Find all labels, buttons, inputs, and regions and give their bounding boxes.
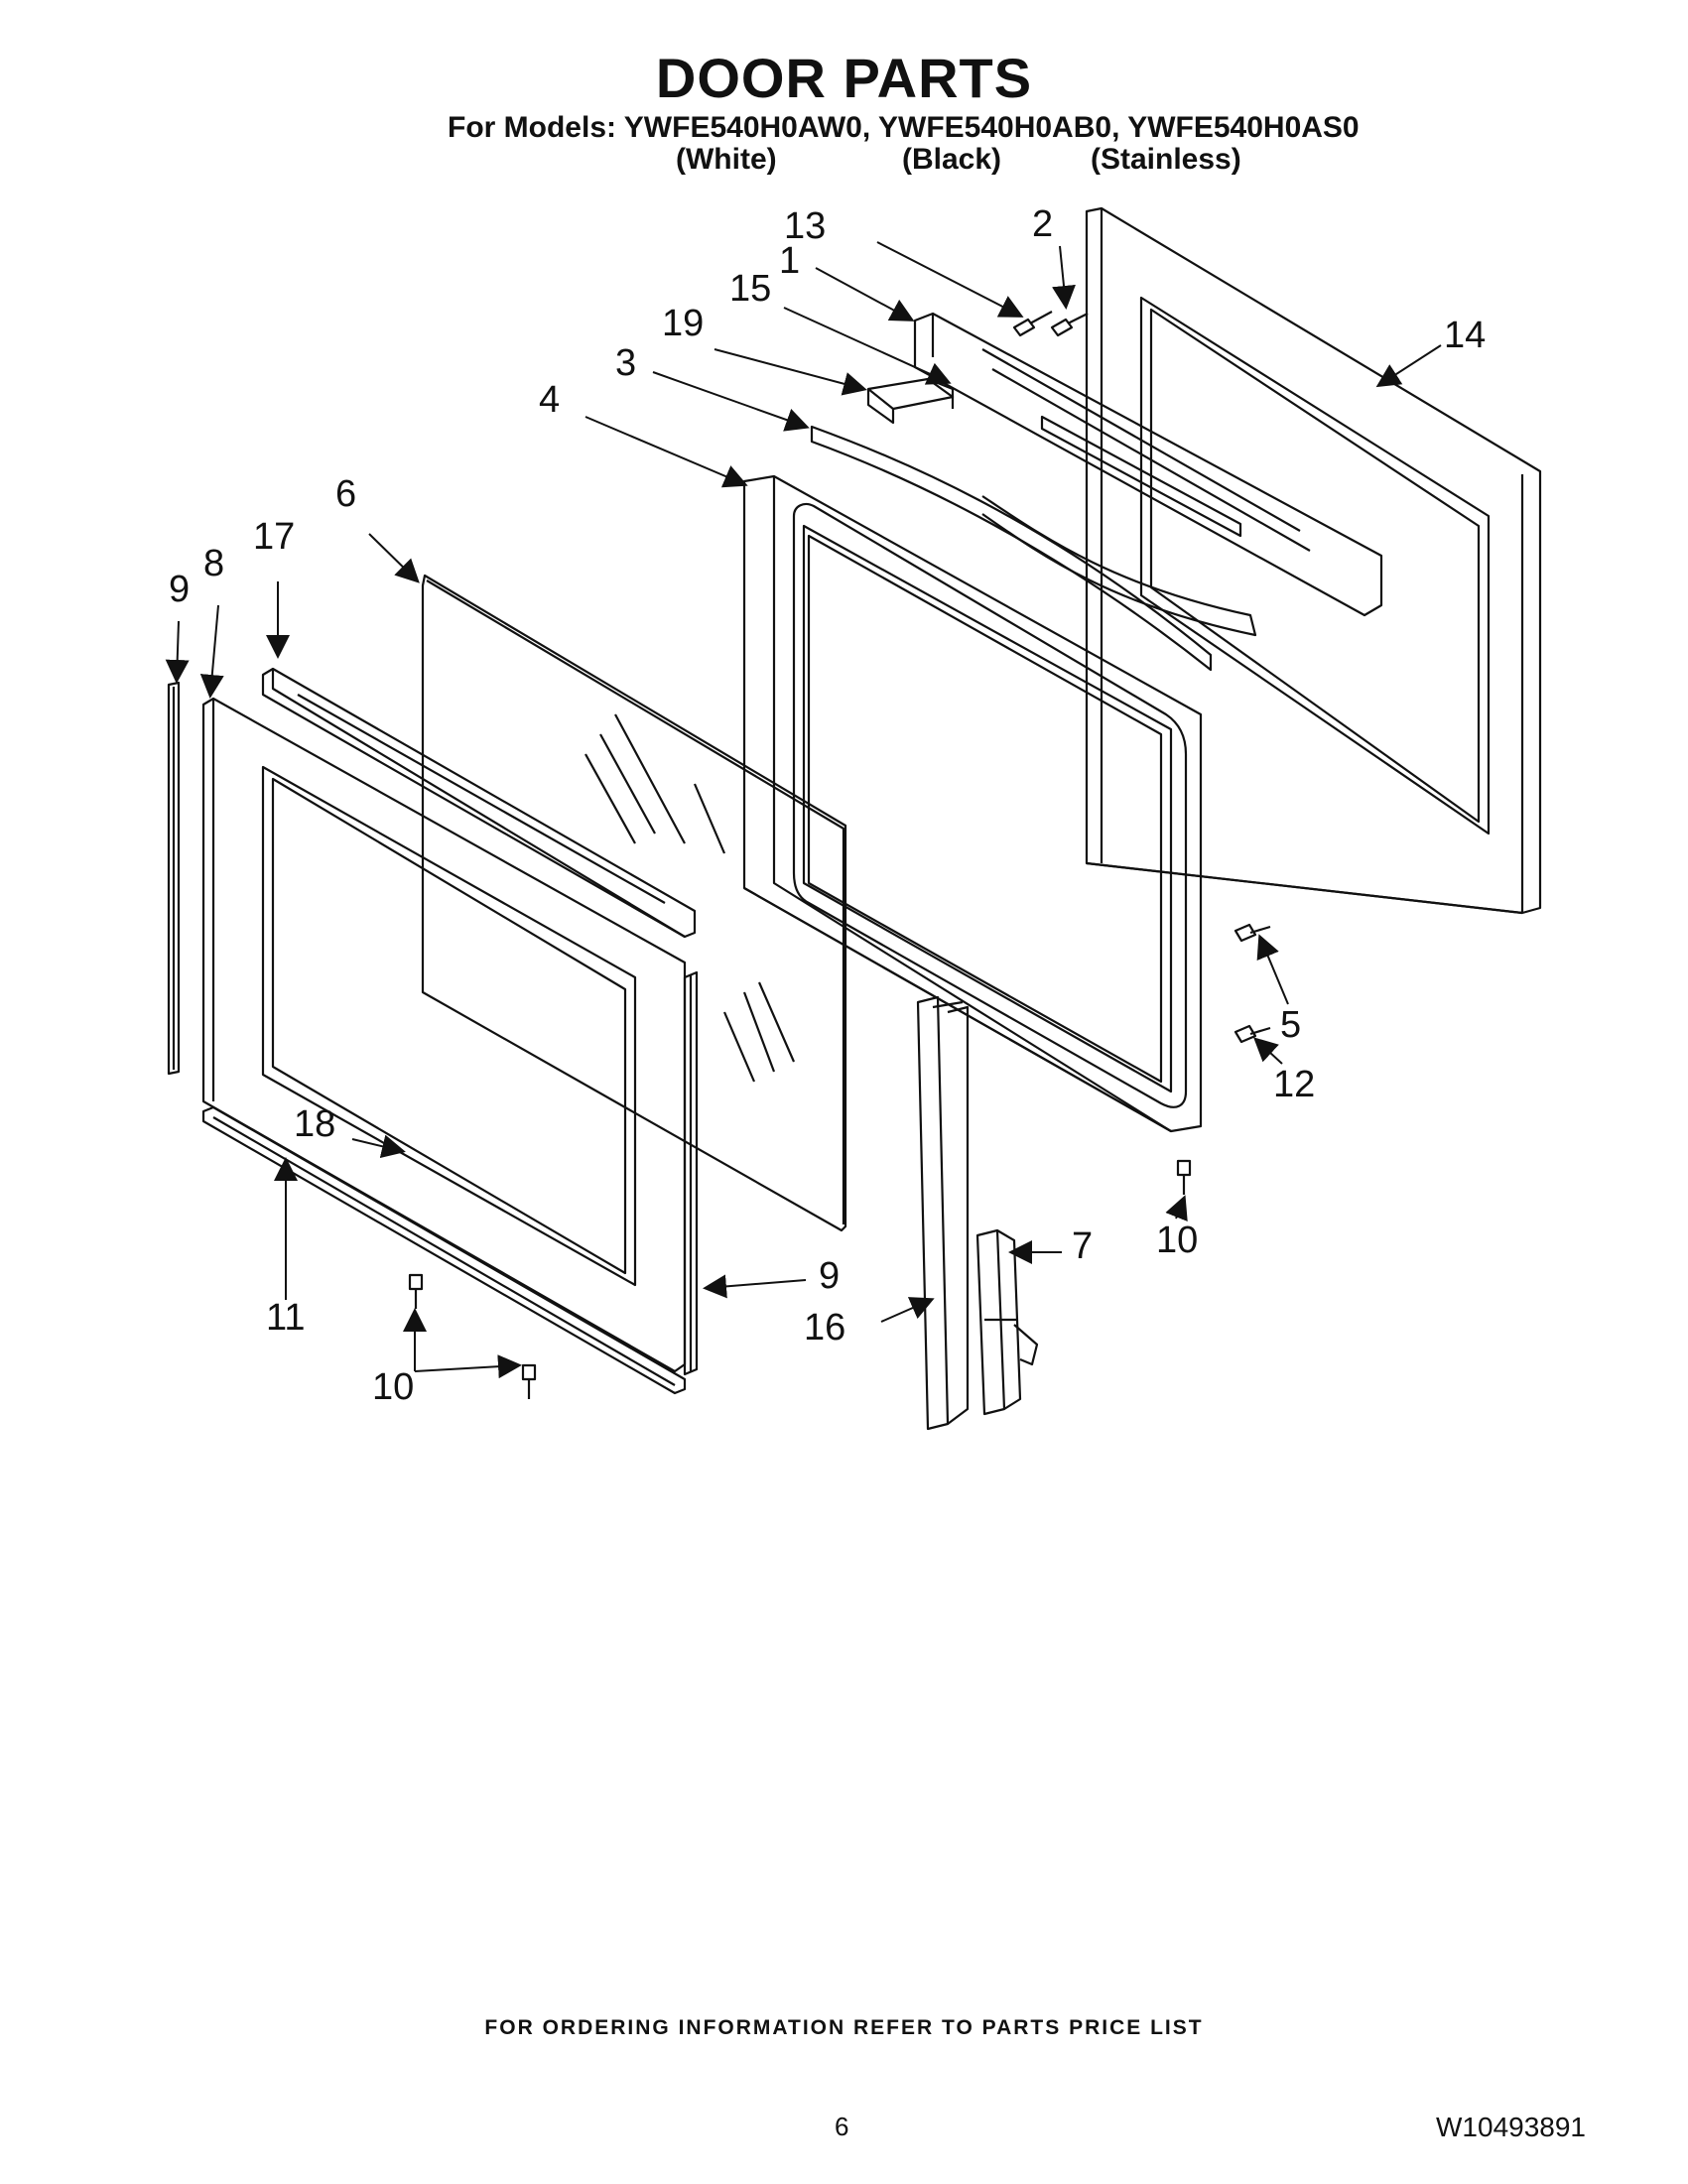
top-screws	[1012, 311, 1089, 337]
inner-door-frame	[742, 474, 1203, 1133]
page-title: DOOR PARTS	[655, 47, 1033, 109]
glass-panel	[421, 574, 847, 1232]
callout-19: 19	[662, 303, 704, 344]
model-color-white: (White)	[676, 143, 777, 176]
callout-18: 18	[294, 1103, 335, 1145]
callout-7: 7	[1072, 1225, 1093, 1267]
callout-14: 14	[1444, 315, 1486, 356]
page-number: 6	[835, 2112, 849, 2141]
callout-9-right: 9	[819, 1255, 840, 1297]
document-number: W10493891	[1436, 2112, 1587, 2142]
callout-4: 4	[539, 379, 560, 421]
callout-6: 6	[335, 473, 356, 515]
door-exploded-diagram: 13 2 1 15 19 14 3 4 6 17 8 9 5 12 18 10 …	[165, 203, 1542, 1431]
outer-door-panel	[1085, 206, 1542, 915]
callout-17: 17	[253, 516, 295, 558]
callout-11: 11	[266, 1297, 305, 1339]
hinge-bracket	[916, 995, 970, 1431]
models-line: For Models: YWFE540H0AW0, YWFE540H0AB0, …	[448, 111, 1360, 144]
callout-16: 16	[804, 1307, 845, 1349]
model-color-stainless: (Stainless)	[1091, 143, 1241, 176]
callout-3: 3	[615, 342, 636, 384]
callout-10-right: 10	[1156, 1220, 1198, 1261]
bottom-trim	[201, 1105, 687, 1395]
callout-8: 8	[203, 543, 224, 584]
door-hinge	[975, 1228, 1039, 1416]
door-handle	[810, 425, 1257, 672]
right-side-strip	[683, 970, 699, 1376]
callout-15: 15	[729, 268, 771, 310]
callout-5: 5	[1280, 1004, 1301, 1046]
callout-1: 1	[779, 240, 800, 282]
callout-13: 13	[784, 205, 826, 247]
callout-10-bottom: 10	[372, 1366, 414, 1408]
left-side-strip	[167, 681, 181, 1076]
model-color-black: (Black)	[902, 143, 1002, 176]
callout-9-left: 9	[169, 569, 190, 610]
top-vent-bar	[913, 312, 1383, 617]
top-trim	[261, 667, 697, 939]
callout-12: 12	[1273, 1064, 1315, 1105]
side-screws	[408, 923, 1271, 1399]
ordering-info-note: FOR ORDERING INFORMATION REFER TO PARTS …	[484, 2016, 1204, 2039]
handle-end-cap	[866, 377, 955, 425]
leader-lines	[165, 241, 1442, 1379]
callout-2: 2	[1032, 203, 1053, 245]
